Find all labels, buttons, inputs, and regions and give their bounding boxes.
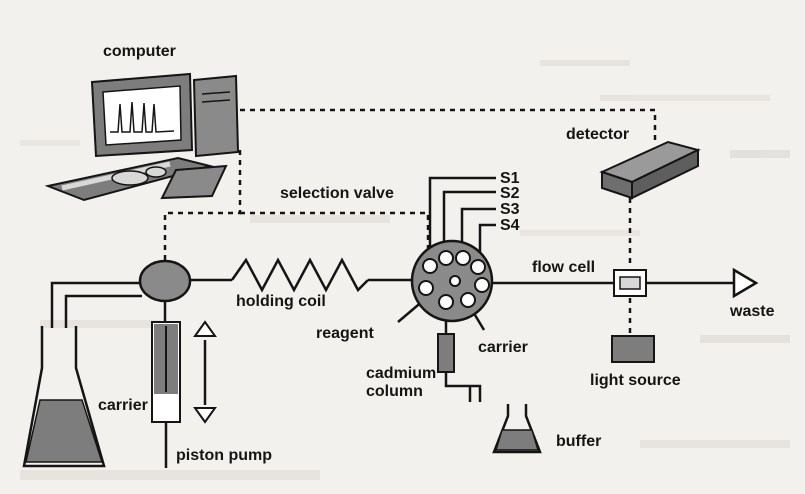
carrier-flask-icon: carrier [22,326,148,468]
signal-cables [163,108,657,336]
label-carrier-valve: carrier [478,339,528,356]
label-carrier-flask: carrier [98,397,148,414]
label-cadmium-line2: column [366,383,423,400]
label-light-source: light source [590,372,681,389]
line-s1 [428,176,496,252]
label-selection-valve: selection valve [280,185,394,202]
label-s2: S2 [500,185,520,202]
label-s1: S1 [500,170,520,187]
line-s2 [442,190,496,250]
cable-computer-pump [163,150,242,262]
holding-coil-zigzag [230,257,369,293]
cadmium-column-icon: cadmium column [366,333,455,400]
label-reagent: reagent [316,325,374,342]
label-detector: detector [566,126,629,143]
label-buffer: buffer [556,433,601,450]
buffer-beaker-icon: buffer [492,404,601,454]
tube-carrier-to-pump [50,281,142,328]
label-s3: S3 [500,201,520,218]
label-cadmium-line1: cadmium [366,365,436,382]
selection-valve-icon: selection valve [280,185,494,323]
label-holding-coil: holding coil [236,293,326,310]
background-bleed-through [20,60,790,480]
mouse-pad [160,164,228,200]
tube-column-to-buffer [444,372,482,402]
line-s3 [460,207,496,250]
detector-icon: detector [566,126,701,200]
label-waste: waste [729,303,775,320]
computer-icon: computer [44,43,240,202]
tower-case [192,74,240,158]
pump-valve-head [138,259,192,303]
flow-tubing [50,176,734,402]
label-piston-pump: piston pump [176,447,272,464]
cable-computer-valve [240,211,430,248]
waste-arrow-icon [732,267,759,299]
cable-computer-detector [240,108,657,140]
line-s4 [478,223,496,252]
waste-outlet-icon: waste [729,267,775,320]
piston-pump-icon: piston pump [138,259,272,468]
label-computer: computer [103,43,176,60]
stroke-direction-double-arrow [193,320,217,424]
label-flow-cell: flow cell [532,259,595,276]
monitor-screen [102,85,182,146]
label-s4: S4 [500,217,520,234]
flow-cell-icon: flow cell [532,259,647,297]
chromatogram-trace [110,101,175,133]
light-source-icon: light source [590,335,681,389]
